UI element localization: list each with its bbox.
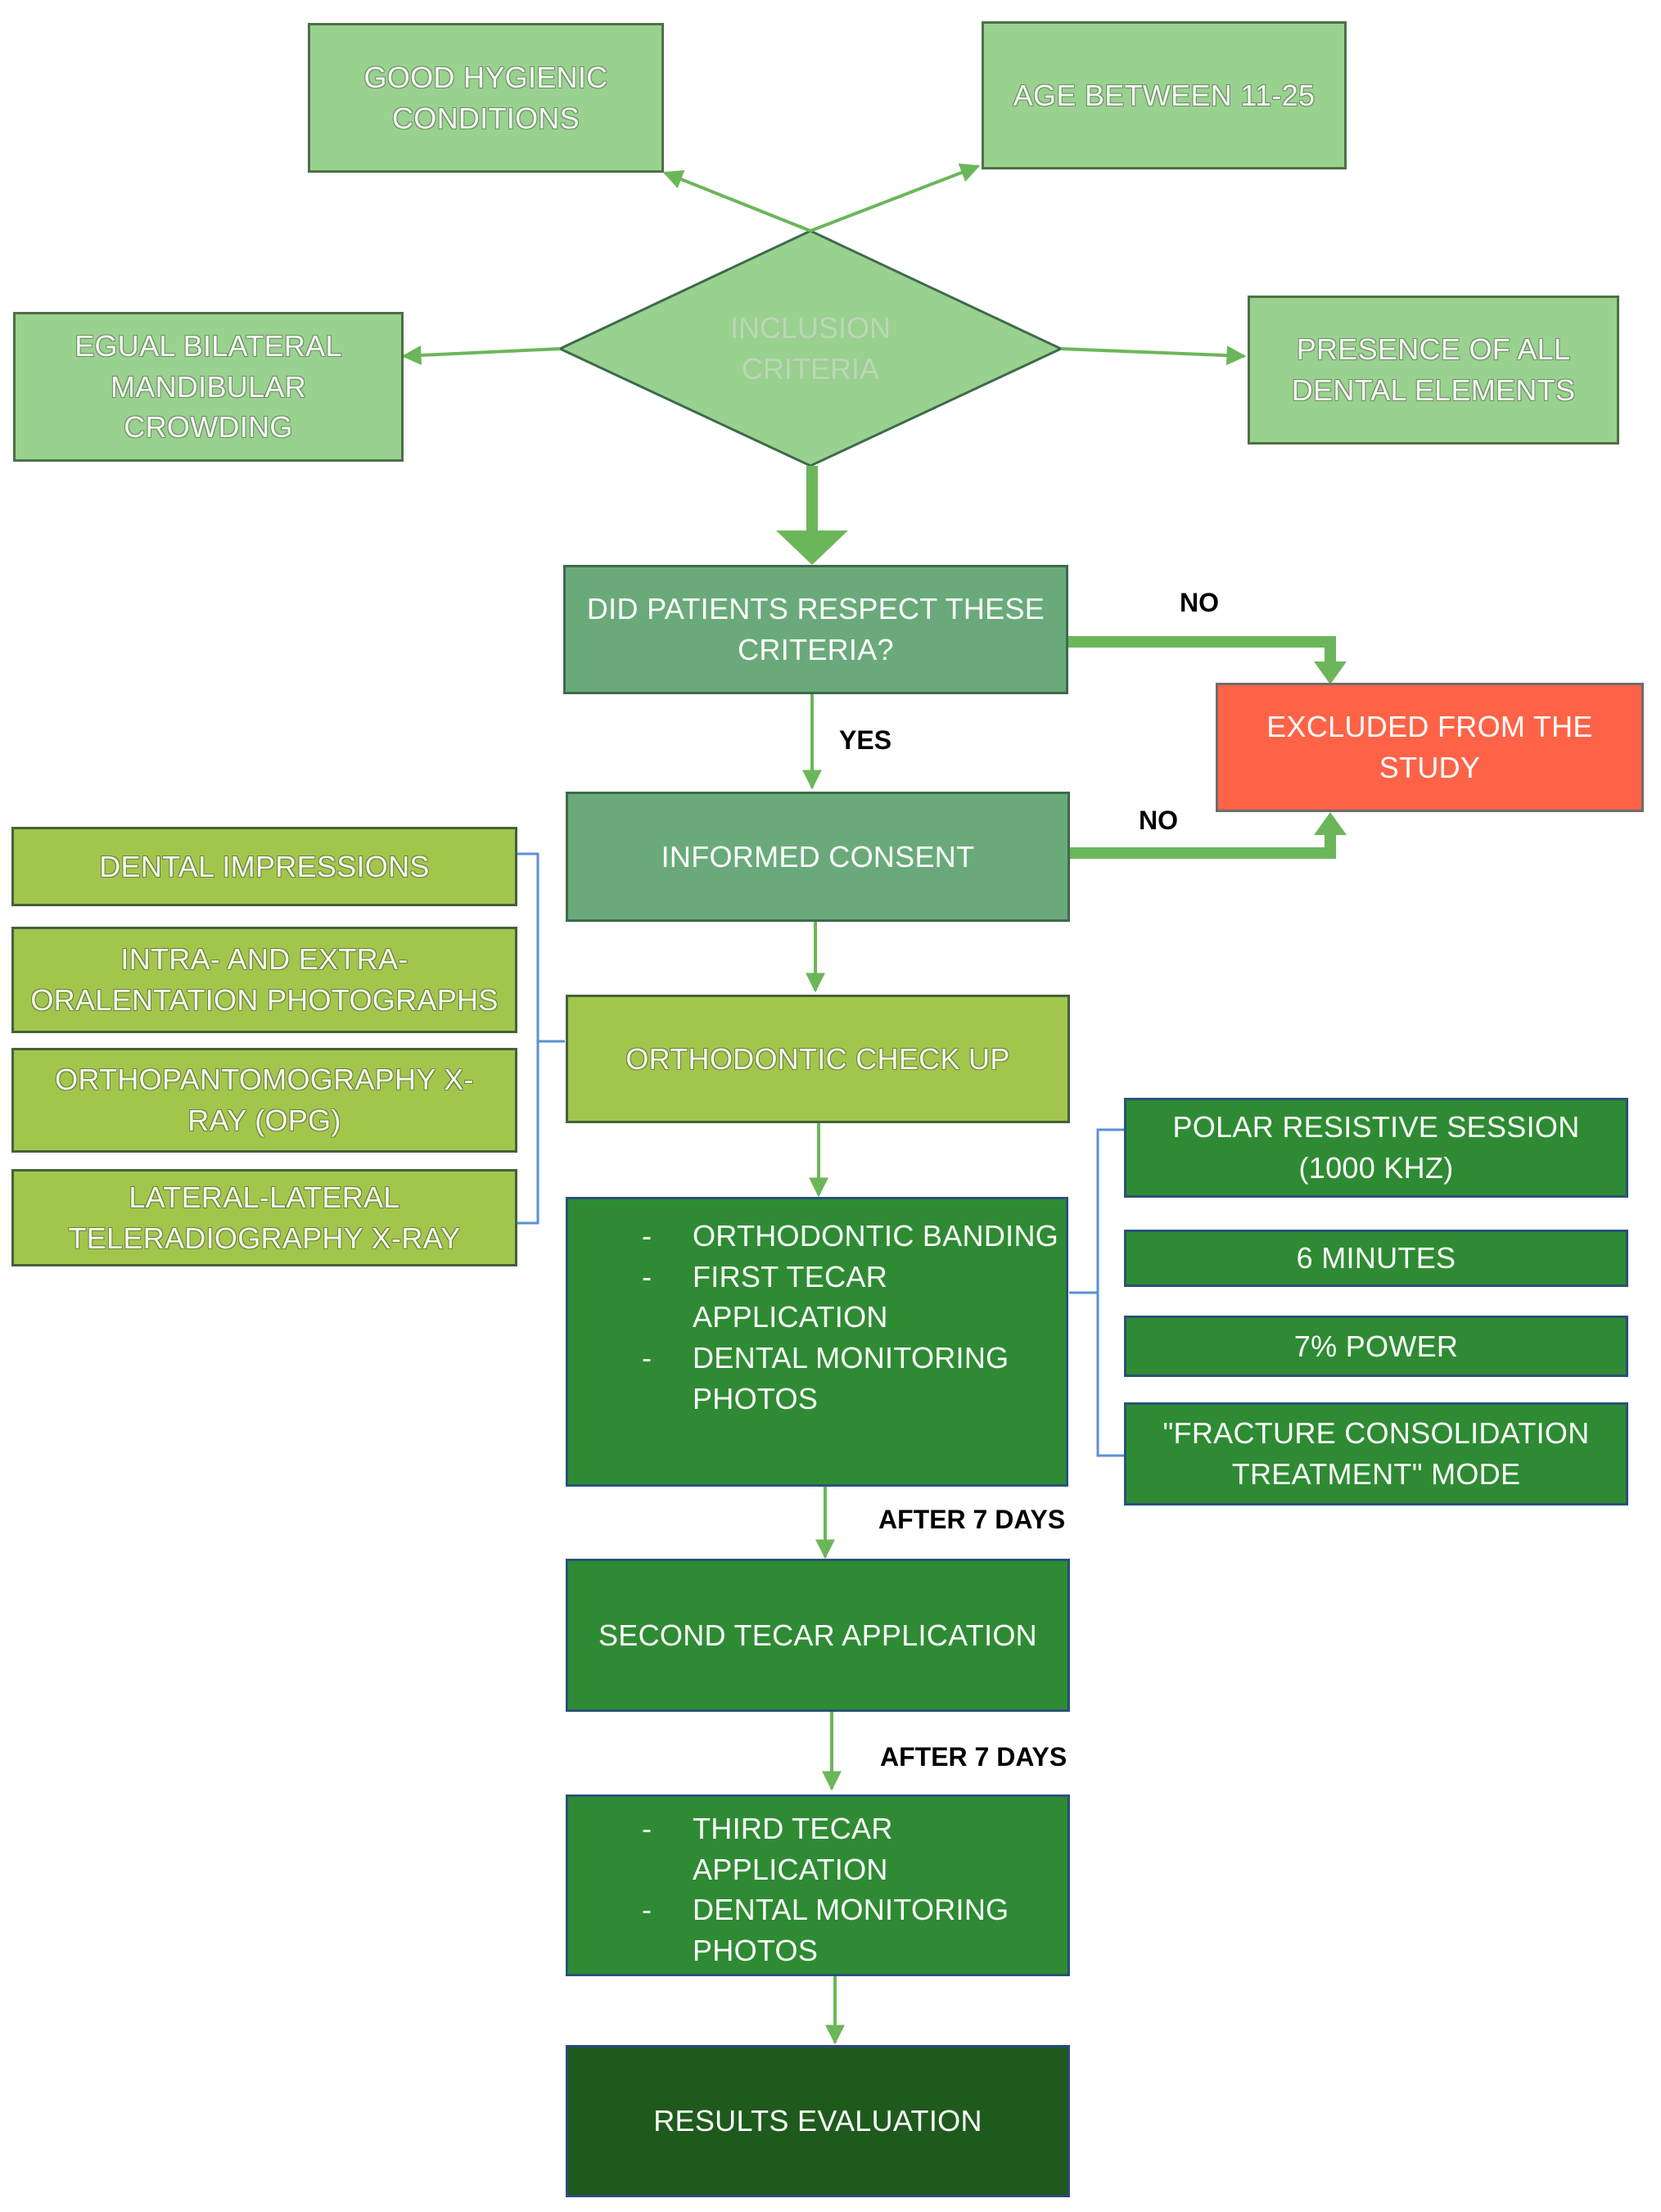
banding-list-item: DENTAL MONITORING PHOTOS <box>568 1338 1066 1419</box>
informed-consent-box: INFORMED CONSENT <box>566 792 1070 922</box>
second-tecar-box: SECOND TECAR APPLICATION <box>566 1559 1070 1712</box>
yes-label: YES <box>839 725 892 755</box>
criteria-dental-elements-text: PRESENCE OF ALL DENTAL ELEMENTS <box>1291 332 1576 407</box>
no-label-2: NO <box>1139 806 1178 835</box>
criteria-good-hygiene-text: GOOD HYGIENIC CONDITIONS <box>363 60 608 135</box>
after-7-days-label-2: AFTER 7 DAYS <box>880 1742 1067 1772</box>
tecar-param-power: 7% POWER <box>1124 1316 1628 1377</box>
no-arrow-decision-to-excluded <box>1068 636 1347 684</box>
tecar-param-text: "FRACTURE CONSOLIDATION TREATMENT" MODE <box>1162 1416 1590 1491</box>
banding-list-item: ORTHODONTIC BANDING <box>568 1216 1066 1257</box>
tecar-param-text: POLAR RESISTIVE SESSION (1000 KHZ) <box>1172 1110 1580 1185</box>
criteria-age-box: AGE BETWEEN 11-25 <box>982 21 1347 169</box>
criteria-dental-elements-box: PRESENCE OF ALL DENTAL ELEMENTS <box>1248 296 1619 445</box>
checkup-item-text: ORTHOPANTOMOGRAPHY X-RAY (OPG) <box>55 1063 474 1137</box>
checkup-item-opg: ORTHOPANTOMOGRAPHY X-RAY (OPG) <box>11 1048 517 1153</box>
tecar-param-text: 6 MINUTES <box>1296 1241 1456 1275</box>
banding-list-item: FIRST TECAR APPLICATION <box>568 1257 1066 1338</box>
tecar-param-mode: "FRACTURE CONSOLIDATION TREATMENT" MODE <box>1124 1402 1628 1506</box>
checkup-item-teleradiography: LATERAL-LATERAL TELERADIOGRAPHY X-RAY <box>11 1169 517 1266</box>
orthodontic-checkup-box: ORTHODONTIC CHECK UP <box>566 995 1070 1123</box>
results-evaluation-box: RESULTS EVALUATION <box>566 2045 1070 2197</box>
third-tecar-box: THIRD TECAR APPLICATION DENTAL MONITORIN… <box>566 1794 1070 1976</box>
checkup-item-photographs: INTRA- AND EXTRA-ORALENTATION PHOTOGRAPH… <box>11 927 517 1033</box>
orthodontic-checkup-text: ORTHODONTIC CHECK UP <box>625 1041 1010 1076</box>
no-label-1: NO <box>1180 588 1219 617</box>
tecar-param-text: 7% POWER <box>1293 1329 1459 1363</box>
third-tecar-list: THIRD TECAR APPLICATION DENTAL MONITORIN… <box>568 1808 1067 1971</box>
arrow-to-crowding <box>401 345 561 365</box>
tecar-params-bracket <box>1069 1128 1126 1457</box>
arrow-to-hygiene <box>662 169 811 232</box>
checkup-item-text: DENTAL IMPRESSIONS <box>99 849 430 883</box>
banding-box: ORTHODONTIC BANDING FIRST TECAR APPLICAT… <box>566 1197 1068 1487</box>
inclusion-criteria-label: INCLUSION CRITERIA <box>688 308 933 390</box>
no-arrow-consent-to-excluded <box>1070 812 1347 859</box>
arrow-to-dental-elements <box>1060 345 1247 366</box>
criteria-crowding-text: EGUAL BILATERAL MANDIBULAR CROWDING <box>74 328 342 445</box>
informed-consent-text: INFORMED CONSENT <box>661 839 975 874</box>
checkup-items-bracket <box>517 852 565 1225</box>
criteria-age-text: AGE BETWEEN 11-25 <box>1013 78 1316 112</box>
third-tecar-list-item: DENTAL MONITORING PHOTOS <box>568 1889 1067 1970</box>
banding-list: ORTHODONTIC BANDING FIRST TECAR APPLICAT… <box>568 1216 1066 1419</box>
excluded-box: EXCLUDED FROM THE STUDY <box>1216 683 1644 812</box>
second-tecar-text: SECOND TECAR APPLICATION <box>598 1618 1037 1652</box>
tecar-param-minutes: 6 MINUTES <box>1124 1230 1628 1287</box>
checkup-item-impressions: DENTAL IMPRESSIONS <box>11 827 517 906</box>
checkup-item-text: LATERAL-LATERAL TELERADIOGRAPHY X-RAY <box>68 1180 461 1255</box>
tecar-param-polar-session: POLAR RESISTIVE SESSION (1000 KHZ) <box>1124 1098 1628 1198</box>
criteria-crowding-box: EGUAL BILATERAL MANDIBULAR CROWDING <box>13 312 404 462</box>
excluded-text: EXCLUDED FROM THE STUDY <box>1266 710 1593 784</box>
arrow-to-age <box>810 163 981 232</box>
criteria-good-hygiene-box: GOOD HYGIENIC CONDITIONS <box>308 23 664 173</box>
third-tecar-list-item: THIRD TECAR APPLICATION <box>568 1808 1067 1889</box>
decision-text: DID PATIENTS RESPECT THESE CRITERIA? <box>586 592 1045 666</box>
inclusion-criteria-text: INCLUSION CRITERIA <box>729 311 891 386</box>
decision-box: DID PATIENTS RESPECT THESE CRITERIA? <box>563 565 1068 694</box>
results-evaluation-text: RESULTS EVALUATION <box>653 2104 982 2138</box>
checkup-item-text: INTRA- AND EXTRA-ORALENTATION PHOTOGRAPH… <box>30 942 499 1017</box>
thick-arrow-diamond-to-decision <box>776 466 848 565</box>
after-7-days-label-1: AFTER 7 DAYS <box>878 1505 1066 1534</box>
